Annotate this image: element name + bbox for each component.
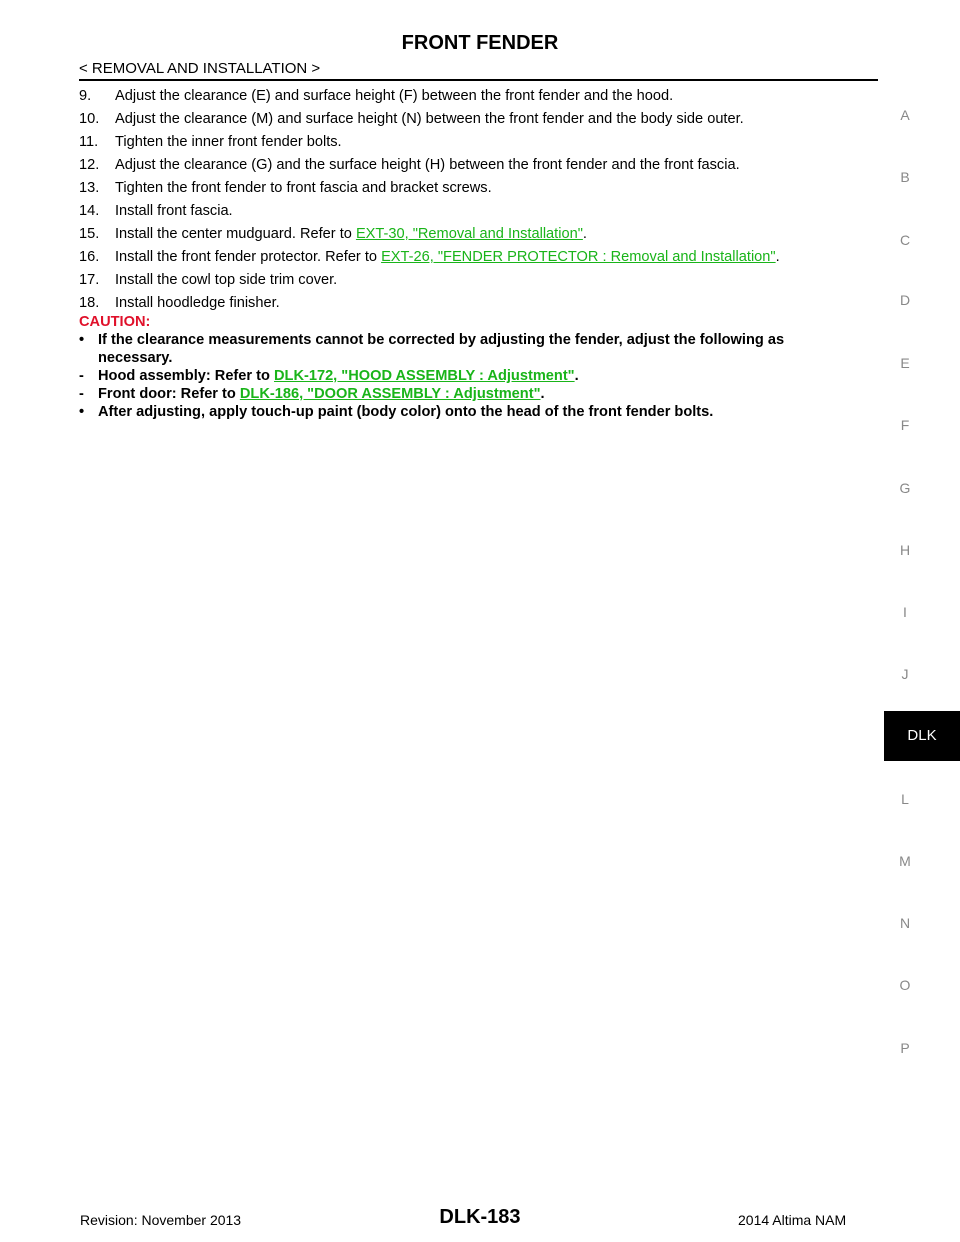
caution-sub-text: Hood assembly: Refer to bbox=[98, 368, 274, 384]
caution-bullet: • If the clearance measurements cannot be… bbox=[79, 331, 879, 367]
index-letter-o[interactable]: O bbox=[899, 977, 911, 993]
index-letter-l[interactable]: L bbox=[901, 791, 909, 807]
step-text: Install the cowl top side trim cover. bbox=[115, 272, 338, 288]
step-number: 10. bbox=[79, 111, 100, 127]
step-item: 15. Install the center mudguard. Refer to… bbox=[79, 225, 879, 243]
step-text: Adjust the clearance (E) and surface hei… bbox=[115, 88, 674, 104]
ext-26-link[interactable]: EXT-26, "FENDER PROTECTOR : Removal and … bbox=[381, 249, 776, 265]
step-item: 14. Install front fascia. bbox=[79, 202, 879, 220]
caution-sub-end: . bbox=[540, 386, 545, 402]
header-divider bbox=[79, 79, 878, 81]
dlk-186-link[interactable]: DLK-186, "DOOR ASSEMBLY : Adjustment" bbox=[239, 386, 541, 402]
step-text-end: . bbox=[775, 249, 780, 265]
step-number: 9. bbox=[79, 88, 92, 104]
procedure-steps: 9. Adjust the clearance (E) and surface h… bbox=[79, 87, 879, 317]
step-text: Adjust the clearance (G) and the surface… bbox=[115, 157, 740, 173]
dlk-172-link[interactable]: DLK-172, "HOOD ASSEMBLY : Adjustment" bbox=[273, 368, 575, 384]
dash-mark: - bbox=[79, 368, 84, 384]
index-letter-j[interactable]: J bbox=[901, 666, 909, 682]
step-number: 17. bbox=[79, 272, 100, 288]
index-letter-p[interactable]: P bbox=[900, 1040, 910, 1056]
caution-sub-end: . bbox=[574, 368, 579, 384]
index-letter-i[interactable]: I bbox=[903, 604, 907, 620]
page-number: DLK-183 bbox=[439, 1206, 521, 1228]
step-number: 18. bbox=[79, 295, 100, 311]
caution-sub-item: -Front door: Refer to DLK-186, "DOOR ASS… bbox=[79, 385, 879, 403]
step-item: 16. Install the front fender protector. R… bbox=[79, 248, 879, 266]
caution-bullet: • After adjusting, apply touch-up paint (… bbox=[79, 403, 879, 421]
index-letter-n[interactable]: N bbox=[899, 915, 911, 931]
breadcrumb: < REMOVAL AND INSTALLATION > bbox=[79, 60, 321, 77]
step-text: Tighten the front fender to front fascia… bbox=[115, 180, 492, 196]
step-item: 11. Tighten the inner front fender bolts. bbox=[79, 133, 879, 151]
step-number: 13. bbox=[79, 180, 100, 196]
step-item: 13. Tighten the front fender to front fas… bbox=[79, 179, 879, 197]
caution-bullet-text: After adjusting, apply touch-up paint (b… bbox=[98, 404, 714, 420]
step-text: Install front fascia. bbox=[115, 203, 233, 219]
step-number: 11. bbox=[79, 134, 99, 150]
index-letter-b[interactable]: B bbox=[900, 169, 910, 185]
index-letter-e[interactable]: E bbox=[900, 355, 910, 371]
caution-sub-text: Front door: Refer to bbox=[98, 386, 240, 402]
index-letter-a[interactable]: A bbox=[900, 107, 910, 123]
step-number: 12. bbox=[79, 157, 100, 173]
step-item: 9. Adjust the clearance (E) and surface h… bbox=[79, 87, 879, 105]
bullet-mark: • bbox=[79, 332, 85, 348]
step-text: Adjust the clearance (M) and surface hei… bbox=[115, 111, 744, 127]
step-item: 12. Adjust the clearance (G) and the surf… bbox=[79, 156, 879, 174]
revision-date: Revision: November 2013 bbox=[80, 1212, 242, 1228]
caution-heading: CAUTION: bbox=[79, 314, 151, 330]
step-text-end: . bbox=[582, 226, 587, 242]
index-letter-f[interactable]: F bbox=[900, 417, 910, 433]
index-letter-g[interactable]: G bbox=[899, 480, 911, 496]
ext-30-link[interactable]: EXT-30, "Removal and Installation" bbox=[355, 226, 583, 242]
step-text: Install hoodledge finisher. bbox=[115, 295, 280, 311]
step-number: 15. bbox=[79, 226, 100, 242]
step-number: 16. bbox=[79, 249, 100, 265]
step-number: 14. bbox=[79, 203, 100, 219]
step-item: 17. Install the cowl top side trim cover. bbox=[79, 271, 879, 289]
caution-bullet-text: If the clearance measurements cannot be … bbox=[98, 332, 785, 348]
caution-block: CAUTION: • If the clearance measurements … bbox=[79, 313, 879, 421]
model-name: 2014 Altima NAM bbox=[738, 1212, 847, 1228]
index-letter-d[interactable]: D bbox=[899, 292, 911, 308]
page-title: FRONT FENDER bbox=[401, 32, 559, 54]
step-text: Tighten the inner front fender bolts. bbox=[115, 134, 342, 150]
step-text: Install the center mudguard. Refer to bbox=[115, 226, 356, 242]
bullet-mark: • bbox=[79, 404, 85, 420]
section-tab-dlk[interactable]: DLK bbox=[884, 711, 960, 761]
index-letter-h[interactable]: H bbox=[899, 542, 911, 558]
caution-sub-item: -Hood assembly: Refer to DLK-172, "HOOD … bbox=[79, 367, 879, 385]
step-text: Install the front fender protector. Refe… bbox=[115, 249, 382, 265]
index-letter-m[interactable]: M bbox=[899, 853, 911, 869]
step-item: 10. Adjust the clearance (M) and surface … bbox=[79, 110, 879, 128]
caution-bullet-continuation: necessary. bbox=[98, 350, 173, 366]
dash-mark: - bbox=[79, 386, 84, 402]
index-letter-c[interactable]: C bbox=[899, 232, 911, 248]
step-item: 18. Install hoodledge finisher. bbox=[79, 294, 879, 312]
